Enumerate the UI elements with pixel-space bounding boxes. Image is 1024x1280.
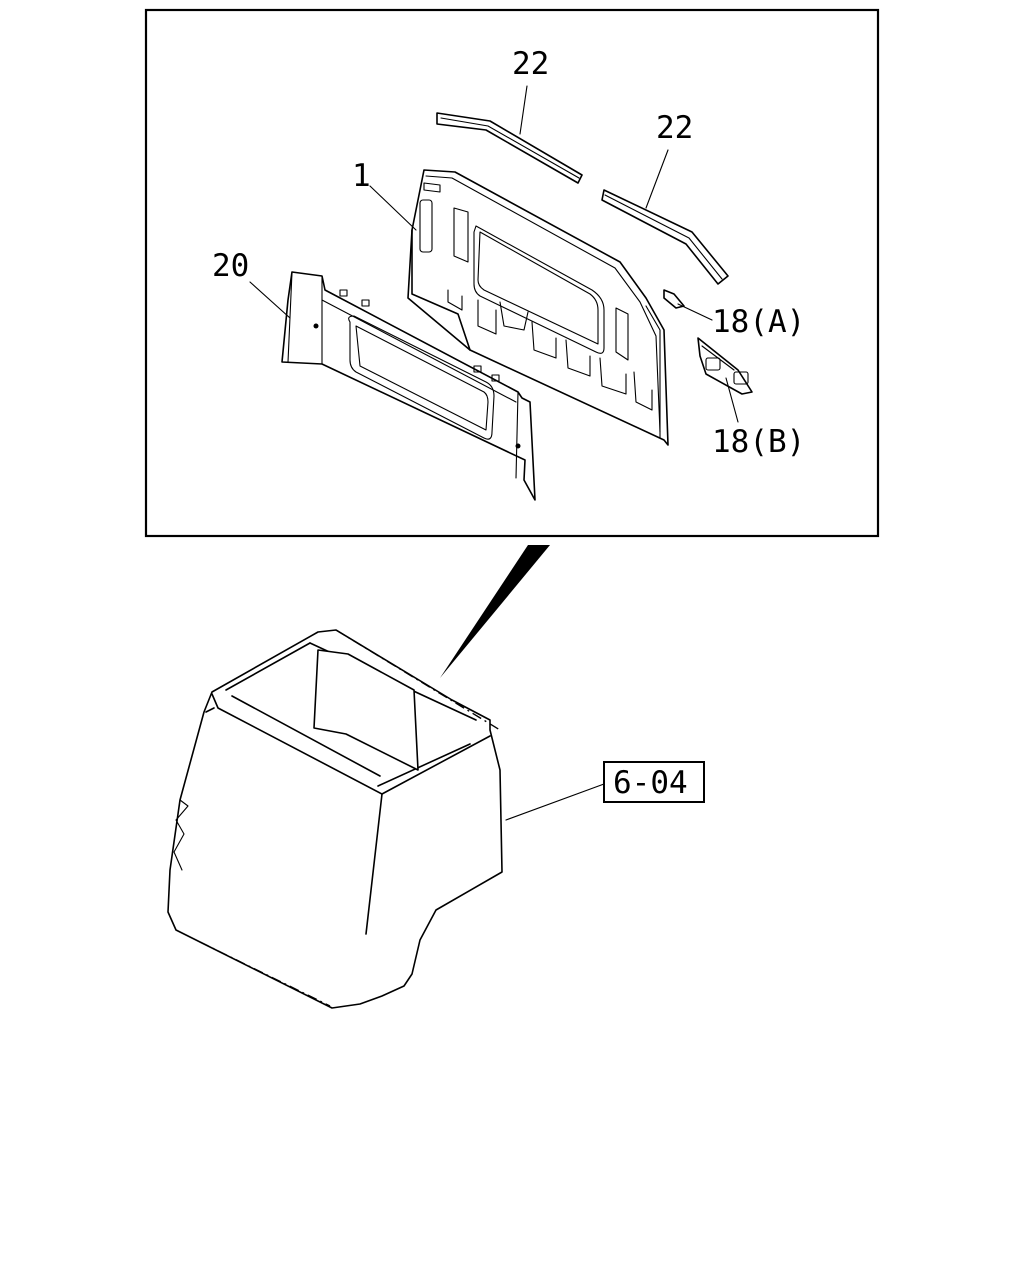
callout-1: 1 (352, 158, 371, 194)
callout-18b: 18(B) (712, 424, 805, 460)
callout-22-right: 22 (656, 110, 693, 146)
trim-panel (281, 271, 536, 501)
bracket-b (697, 337, 753, 395)
clip-a (663, 289, 685, 309)
detail-pointer (440, 545, 550, 678)
rear-panel (407, 169, 669, 446)
roof-strip-left (436, 112, 583, 184)
reference-label[interactable]: 6-04 (613, 765, 688, 801)
detail-frame (144, 8, 880, 538)
callout-18a: 18(A) (712, 304, 805, 340)
callout-22-left: 22 (512, 46, 549, 82)
roof-strip-right (601, 189, 729, 285)
reference-box[interactable] (603, 761, 705, 803)
leader-lines (249, 85, 739, 821)
cab-outline (167, 629, 503, 1009)
callout-20: 20 (212, 248, 249, 284)
